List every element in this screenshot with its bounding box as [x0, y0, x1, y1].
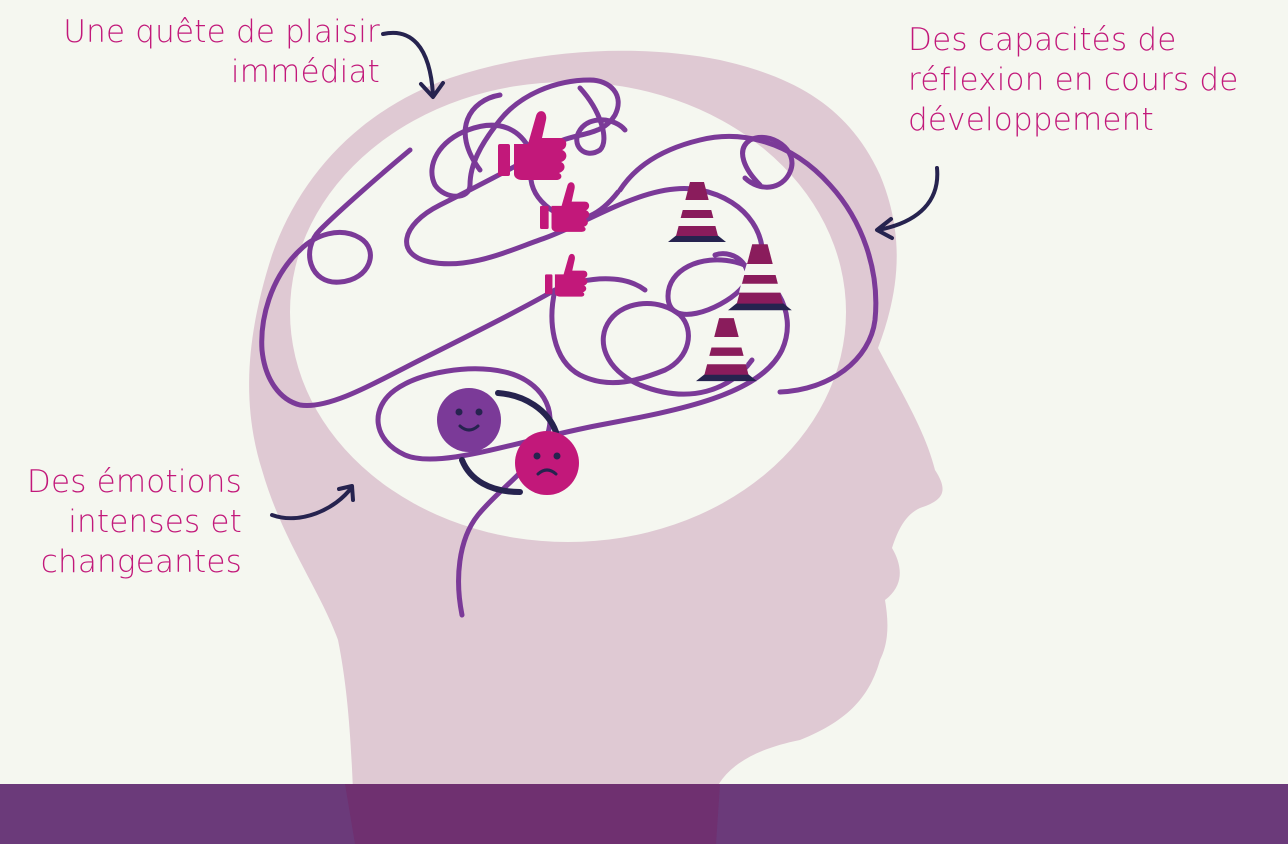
arrow-emotions	[270, 485, 354, 521]
arrow-pleasure	[381, 30, 435, 97]
thumbs-up-icon	[498, 111, 567, 180]
thumbs-up-icon	[545, 253, 588, 297]
arrow-reflection	[876, 166, 940, 232]
sad-face-icon	[515, 431, 579, 495]
traffic-cone-icon	[696, 318, 757, 382]
happy-face-icon	[437, 388, 501, 452]
mood-swing-arcs	[459, 390, 559, 495]
label-intense-emotions: Des émotions intenses et changeantes	[26, 464, 242, 580]
neck-shadow	[345, 784, 720, 844]
traffic-cone-icon	[668, 182, 726, 242]
thumbs-up-icon	[540, 182, 590, 232]
callout-arrows	[270, 30, 940, 521]
label-pleasure-seeking: Une quête de plaisir immédiat	[63, 14, 380, 90]
label-reflection-capacity: Des capacités de réflexion en cours de d…	[908, 22, 1239, 138]
